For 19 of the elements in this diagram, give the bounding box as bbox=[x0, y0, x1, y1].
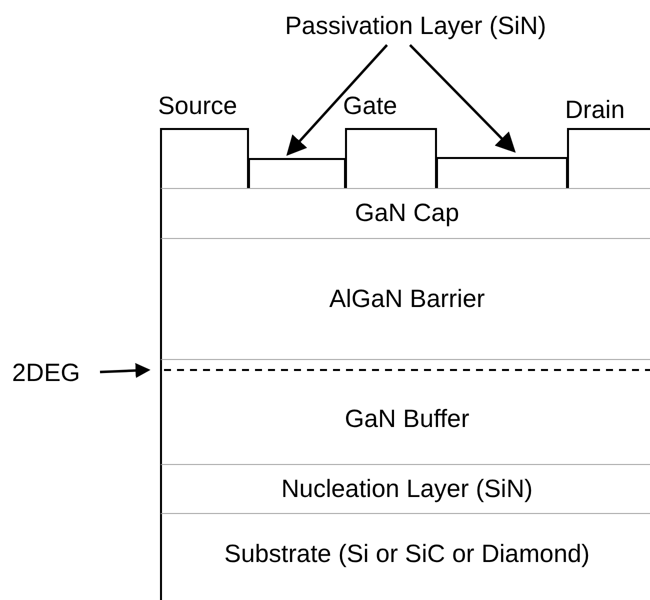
leader-line bbox=[409, 44, 516, 153]
cap-layer bbox=[160, 188, 650, 239]
passivation-layer bbox=[436, 157, 568, 188]
leader-line bbox=[286, 44, 388, 156]
barrier-layer bbox=[160, 239, 650, 360]
layer-label: GaN Buffer bbox=[344, 406, 470, 432]
buffer-layer bbox=[160, 360, 650, 465]
leader-line bbox=[100, 363, 150, 378]
layer-label: GaN Cap bbox=[354, 201, 460, 226]
nucleation-layer bbox=[160, 465, 650, 514]
layer-label: AlGaN Barrier bbox=[329, 286, 485, 312]
callout-label: 2DEG bbox=[12, 358, 98, 388]
electrode-label: Gate bbox=[343, 94, 398, 119]
layer-label: Nucleation Layer (SiN) bbox=[281, 476, 533, 502]
callout-label: Passivation Layer (SiN) bbox=[285, 10, 605, 42]
electrode-label: Drain bbox=[565, 98, 625, 123]
electrode-label: Source bbox=[158, 94, 238, 119]
passivation-layer bbox=[248, 158, 346, 188]
layer-label: Substrate (Si or SiC or Diamond) bbox=[224, 542, 590, 567]
